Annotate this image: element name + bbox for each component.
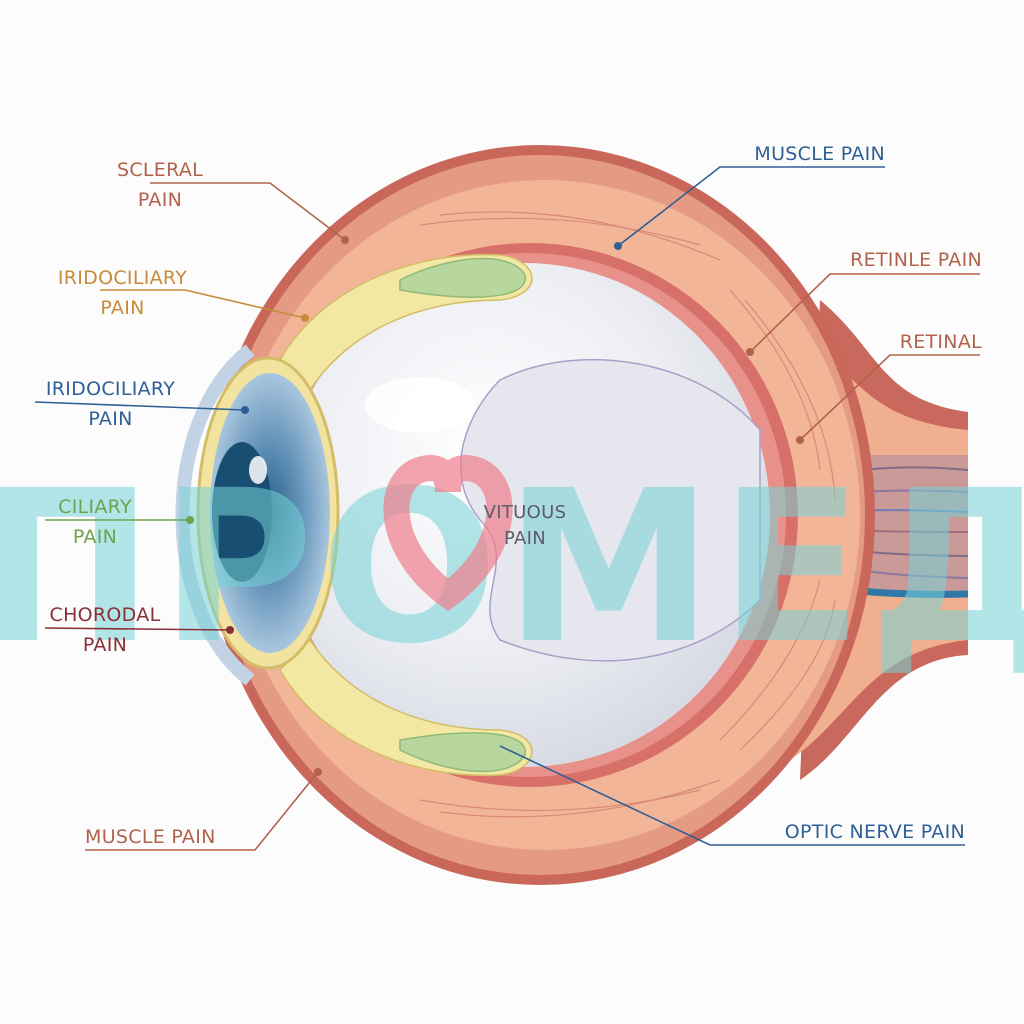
label-ciliary-pain: CILIARY PAIN	[40, 492, 150, 552]
vitreous-highlight	[365, 377, 475, 433]
label-scleral-pain: SCLERAL PAIN	[100, 155, 220, 215]
label-text: CILIARY	[58, 496, 132, 518]
label-text: IRIDOCILIARY	[45, 378, 176, 400]
label-muscle-pain-top: MUSCLE PAIN	[754, 143, 885, 165]
label-text: PAIN	[82, 634, 128, 656]
muscle-striations	[419, 211, 836, 818]
ciliary-process-bottom	[399, 732, 526, 773]
watermark-heart	[383, 454, 513, 612]
vitreous-region	[459, 358, 761, 662]
label-text: PAIN	[100, 297, 145, 319]
label-chorodal-pain: CHORODAL PAIN	[40, 600, 170, 660]
label-optic-nerve-pain: OPTIC NERVE PAIN	[784, 821, 965, 843]
ciliary-process-top	[399, 257, 526, 298]
leader-lines	[34, 166, 980, 851]
label-text: PAIN	[504, 528, 546, 549]
label-text: SCLERAL	[116, 159, 204, 181]
label-iridociliary-pain-mid: IRIDOCILIARY PAIN	[28, 374, 193, 434]
pupil-highlight	[249, 456, 267, 484]
label-retinle-pain: RETINLE PAIN	[850, 249, 982, 271]
label-muscle-pain-bottom: MUSCLE PAIN	[85, 826, 216, 848]
label-text: CHORODAL	[49, 604, 161, 626]
leader-dots	[186, 236, 804, 776]
label-text: VITUOUS	[483, 502, 567, 523]
label-text: PAIN	[72, 526, 118, 548]
watermark: ПРОМЕД	[0, 445, 1024, 690]
label-iridociliary-pain-top: IRIDOCILIARY PAIN	[40, 263, 205, 323]
label-vitreous-pain: VITUOUS PAIN	[470, 500, 580, 552]
label-retinal: RETINAL	[899, 331, 982, 353]
label-text: PAIN	[88, 408, 133, 430]
label-text: IRIDOCILIARY	[57, 267, 188, 289]
label-text: PAIN	[137, 189, 183, 211]
cornea	[175, 344, 255, 686]
